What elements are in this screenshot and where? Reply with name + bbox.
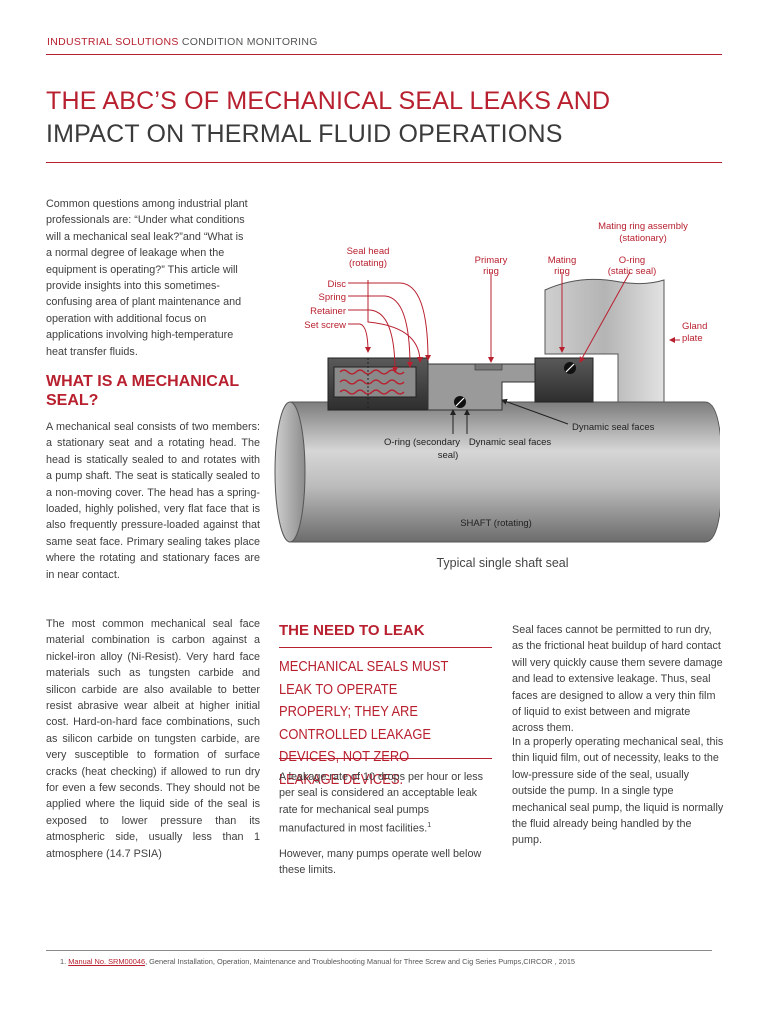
seal-diagram: Seal head (rotating) Primary ring Mating… bbox=[274, 221, 720, 543]
label-seal-head: Seal head bbox=[347, 246, 390, 257]
label-mating-sub: ring bbox=[554, 266, 570, 277]
footnote-rule bbox=[46, 950, 712, 951]
what-is-heading: WHAT IS A MECHANICAL SEAL? bbox=[46, 373, 239, 409]
label-primary: Primary bbox=[475, 255, 508, 266]
materials-paragraph: The most common mechanical seal face mat… bbox=[46, 618, 260, 860]
label-retainer: Retainer bbox=[310, 306, 346, 317]
seal-head bbox=[327, 357, 429, 411]
label-mating-assembly-sub: (stationary) bbox=[619, 233, 667, 244]
run-dry-paragraph: Seal faces cannot be permitted to run dr… bbox=[512, 624, 723, 735]
label-spring: Spring bbox=[319, 292, 346, 303]
label-seal-head-sub: (rotating) bbox=[349, 258, 387, 269]
label-mating: Mating bbox=[548, 255, 577, 266]
label-mating-assembly: Mating ring assembly bbox=[598, 221, 688, 232]
page-title-line2: IMPACT ON THERMAL FLUID OPERATIONS bbox=[46, 120, 563, 148]
diagram-caption: Typical single shaft seal bbox=[436, 556, 569, 570]
oring-static bbox=[564, 362, 576, 374]
header-line: INDUSTRIAL SOLUTIONS CONDITION MONITORIN… bbox=[47, 36, 318, 48]
label-dynamic-right: Dynamic seal faces bbox=[572, 422, 655, 433]
pull-quote: MECHANICAL SEALS MUST LEAK TO OPERATE PR… bbox=[279, 658, 449, 788]
title-rule bbox=[46, 162, 722, 163]
label-oring-secondary: O-ring (secondary bbox=[384, 437, 460, 448]
footnote-text: , General Installation, Operation, Maint… bbox=[145, 957, 576, 966]
header-section: CONDITION MONITORING bbox=[181, 36, 318, 48]
footnote-manual-link[interactable]: Manual No. SRM00046 bbox=[68, 957, 146, 966]
leak-rate-paragraph: A leakage rate of 10 drops per hour or l… bbox=[279, 769, 484, 837]
label-gland: Gland bbox=[682, 321, 707, 332]
label-oring-secondary-sub: seal) bbox=[438, 450, 459, 461]
what-is-paragraph: A mechanical seal consists of two member… bbox=[46, 421, 260, 581]
liquid-film-paragraph: In a properly operating mechanical seal,… bbox=[512, 736, 724, 847]
below-limits-paragraph: However, many pumps operate well below t… bbox=[279, 848, 482, 877]
header-rule bbox=[46, 54, 722, 55]
pull-quote-rule bbox=[279, 758, 492, 759]
gland-plate bbox=[544, 278, 665, 409]
page-title-line1: THE ABC’S OF MECHANICAL SEAL LEAKS AND bbox=[46, 87, 611, 115]
need-to-leak-heading: THE NEED TO LEAK bbox=[279, 622, 425, 639]
shaft bbox=[274, 401, 720, 543]
label-primary-sub: ring bbox=[483, 266, 499, 277]
footnote: 1. Manual No. SRM00046, General Installa… bbox=[60, 957, 575, 966]
footnote-number: 1. bbox=[60, 957, 67, 966]
intro-paragraph: Common questions among industrial plant … bbox=[46, 198, 248, 358]
oring-secondary bbox=[454, 396, 466, 408]
label-oring: O-ring bbox=[619, 255, 645, 266]
leak-rate-text: A leakage rate of 10 drops per hour or l… bbox=[279, 771, 484, 835]
mating-ring bbox=[534, 357, 594, 403]
label-disc: Disc bbox=[328, 279, 347, 290]
header-brand: INDUSTRIAL SOLUTIONS bbox=[47, 36, 179, 48]
label-dynamic-left: Dynamic seal faces bbox=[469, 437, 552, 448]
label-gland-sub: plate bbox=[682, 333, 703, 344]
label-oring-sub: (static seal) bbox=[608, 266, 657, 277]
label-set-screw: Set screw bbox=[304, 320, 346, 331]
label-shaft: SHAFT (rotating) bbox=[460, 518, 532, 529]
need-heading-rule bbox=[279, 647, 492, 648]
footnote-ref: 1 bbox=[427, 822, 432, 830]
